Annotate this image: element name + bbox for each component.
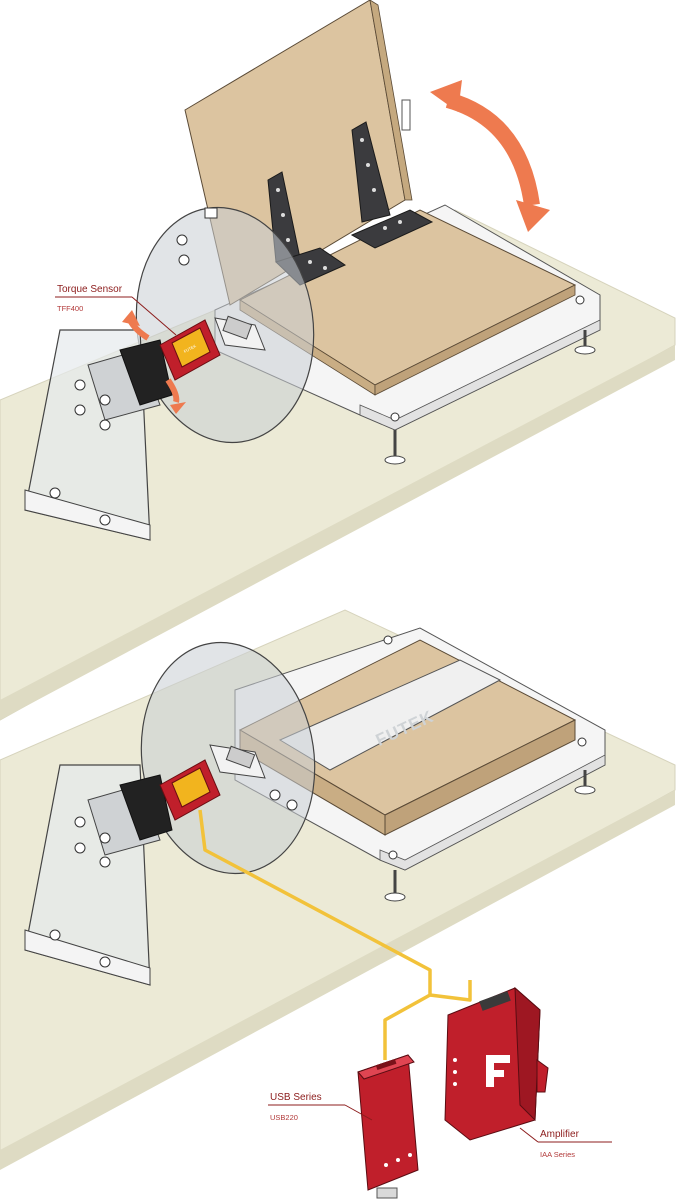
shaft-coupler [214, 315, 266, 351]
motor-top [74, 339, 173, 431]
signal-cables [198, 809, 472, 1060]
bottom-assembly: FUTEK [24, 627, 606, 986]
shaft-coupler [209, 744, 266, 779]
usb-model: USB220 [270, 1113, 298, 1122]
usb-title: USB Series [270, 1092, 322, 1103]
leveling-foot [384, 430, 406, 465]
angle-arrow [430, 80, 550, 232]
amplifier-logo-icon [486, 1055, 510, 1087]
hinge-right [350, 121, 434, 249]
torque-sensor-top: FUTEK [159, 319, 221, 381]
angle-label: 110° [470, 150, 496, 165]
leveling-foot [574, 770, 596, 795]
sensor-brand-mark: FUTEK [183, 343, 197, 354]
leveling-foot [384, 870, 406, 902]
amplifier-model: IAA Series [540, 1150, 575, 1159]
amplifier-title: Amplifier [540, 1129, 580, 1140]
callout-amplifier: Amplifier IAA Series [519, 1127, 612, 1159]
usb-device [357, 1054, 419, 1199]
motor-bottom [74, 774, 173, 868]
torque-sensor-title: Torque Sensor [57, 284, 123, 295]
top-assembly: FUTEK 110° [24, 0, 601, 541]
torque-sensor-bottom [159, 759, 221, 821]
torque-sensor-model: TFF400 [57, 304, 83, 313]
leveling-foot [574, 330, 596, 355]
callout-torque-sensor: Torque Sensor TFF400 [55, 284, 177, 336]
callout-usb: USB Series USB220 [268, 1092, 373, 1122]
rotation-arrows [122, 310, 186, 414]
amplifier-device [444, 986, 549, 1141]
